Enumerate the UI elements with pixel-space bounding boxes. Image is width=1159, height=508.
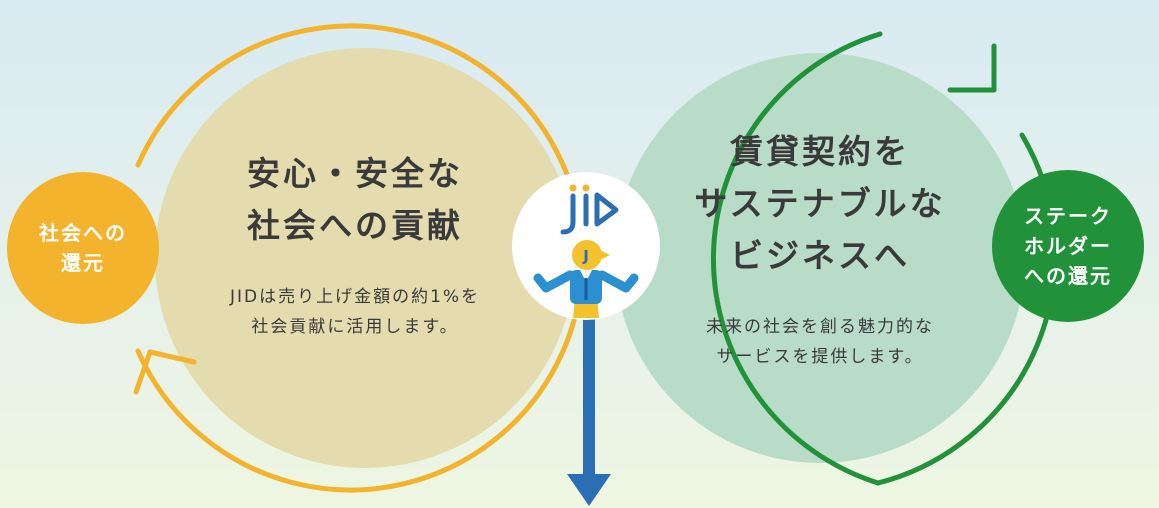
right-body: 未来の社会を創る魅力的な サービスを提供します。 bbox=[706, 317, 934, 367]
left-inner-circle bbox=[155, 48, 575, 468]
mascot-letter: J bbox=[582, 247, 589, 265]
right-badge-label: ステーク ホルダー への還元 bbox=[1024, 204, 1112, 288]
right-inner-circle bbox=[615, 53, 1025, 463]
down-arrow-head-icon bbox=[567, 474, 611, 506]
jid-logo-icon bbox=[560, 184, 619, 235]
right-title: 賃貸契約を サステナブルな ビジネスへ bbox=[694, 132, 946, 275]
left-title: 安心・安全な 社会への貢献 bbox=[247, 154, 463, 245]
left-arrowhead-icon bbox=[133, 349, 197, 395]
left-badge-circle bbox=[7, 172, 159, 324]
right-arrowhead-icon bbox=[947, 43, 997, 93]
right-cycle-arc bbox=[711, 31, 883, 486]
right-badge-circle bbox=[992, 170, 1144, 322]
down-arrow-shaft bbox=[583, 300, 595, 476]
mascot-icon bbox=[533, 240, 639, 318]
left-body: JIDは売り上げ金額の約1%を 社会貢献に活用します。 bbox=[229, 287, 481, 337]
left-badge-label: 社会への 還元 bbox=[39, 221, 127, 275]
